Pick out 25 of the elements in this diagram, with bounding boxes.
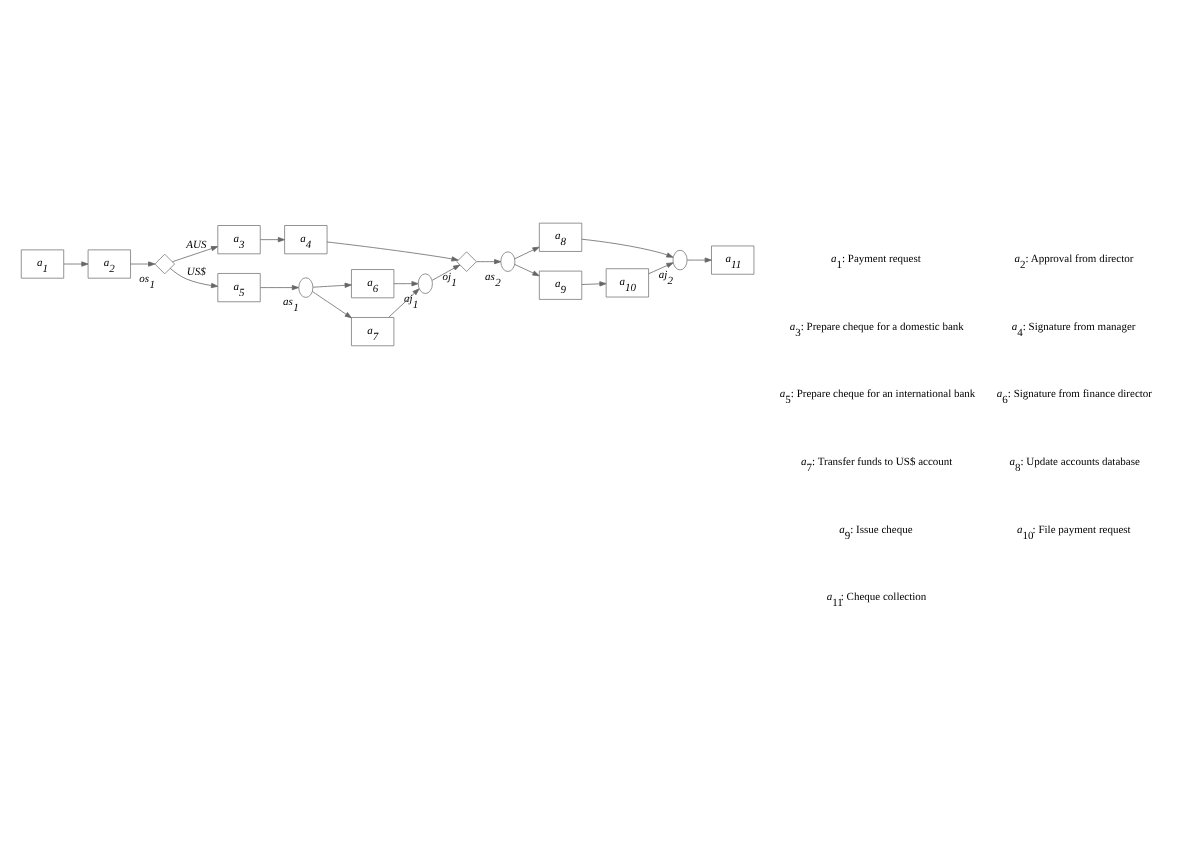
node-circle <box>500 251 516 272</box>
arrow <box>686 257 712 263</box>
arrow <box>514 246 540 260</box>
node-circle <box>298 277 314 298</box>
arrow <box>130 261 156 267</box>
node-circle <box>672 249 688 271</box>
node-diamond <box>154 253 175 275</box>
arrow <box>312 291 352 319</box>
arrow <box>63 261 89 267</box>
arrow <box>514 264 540 277</box>
arrow <box>388 288 420 318</box>
arrow <box>648 262 674 275</box>
arrow <box>431 264 461 281</box>
arrow <box>393 281 419 287</box>
arrow <box>260 285 299 291</box>
arrow <box>581 281 607 287</box>
node-diamond <box>456 251 477 272</box>
arrow <box>476 259 502 265</box>
arrow <box>169 268 219 289</box>
node-circle <box>417 273 433 294</box>
arrow <box>260 237 285 243</box>
arrow <box>312 282 352 288</box>
arrow <box>172 246 219 263</box>
arrow <box>581 238 674 258</box>
arrow <box>326 241 459 262</box>
